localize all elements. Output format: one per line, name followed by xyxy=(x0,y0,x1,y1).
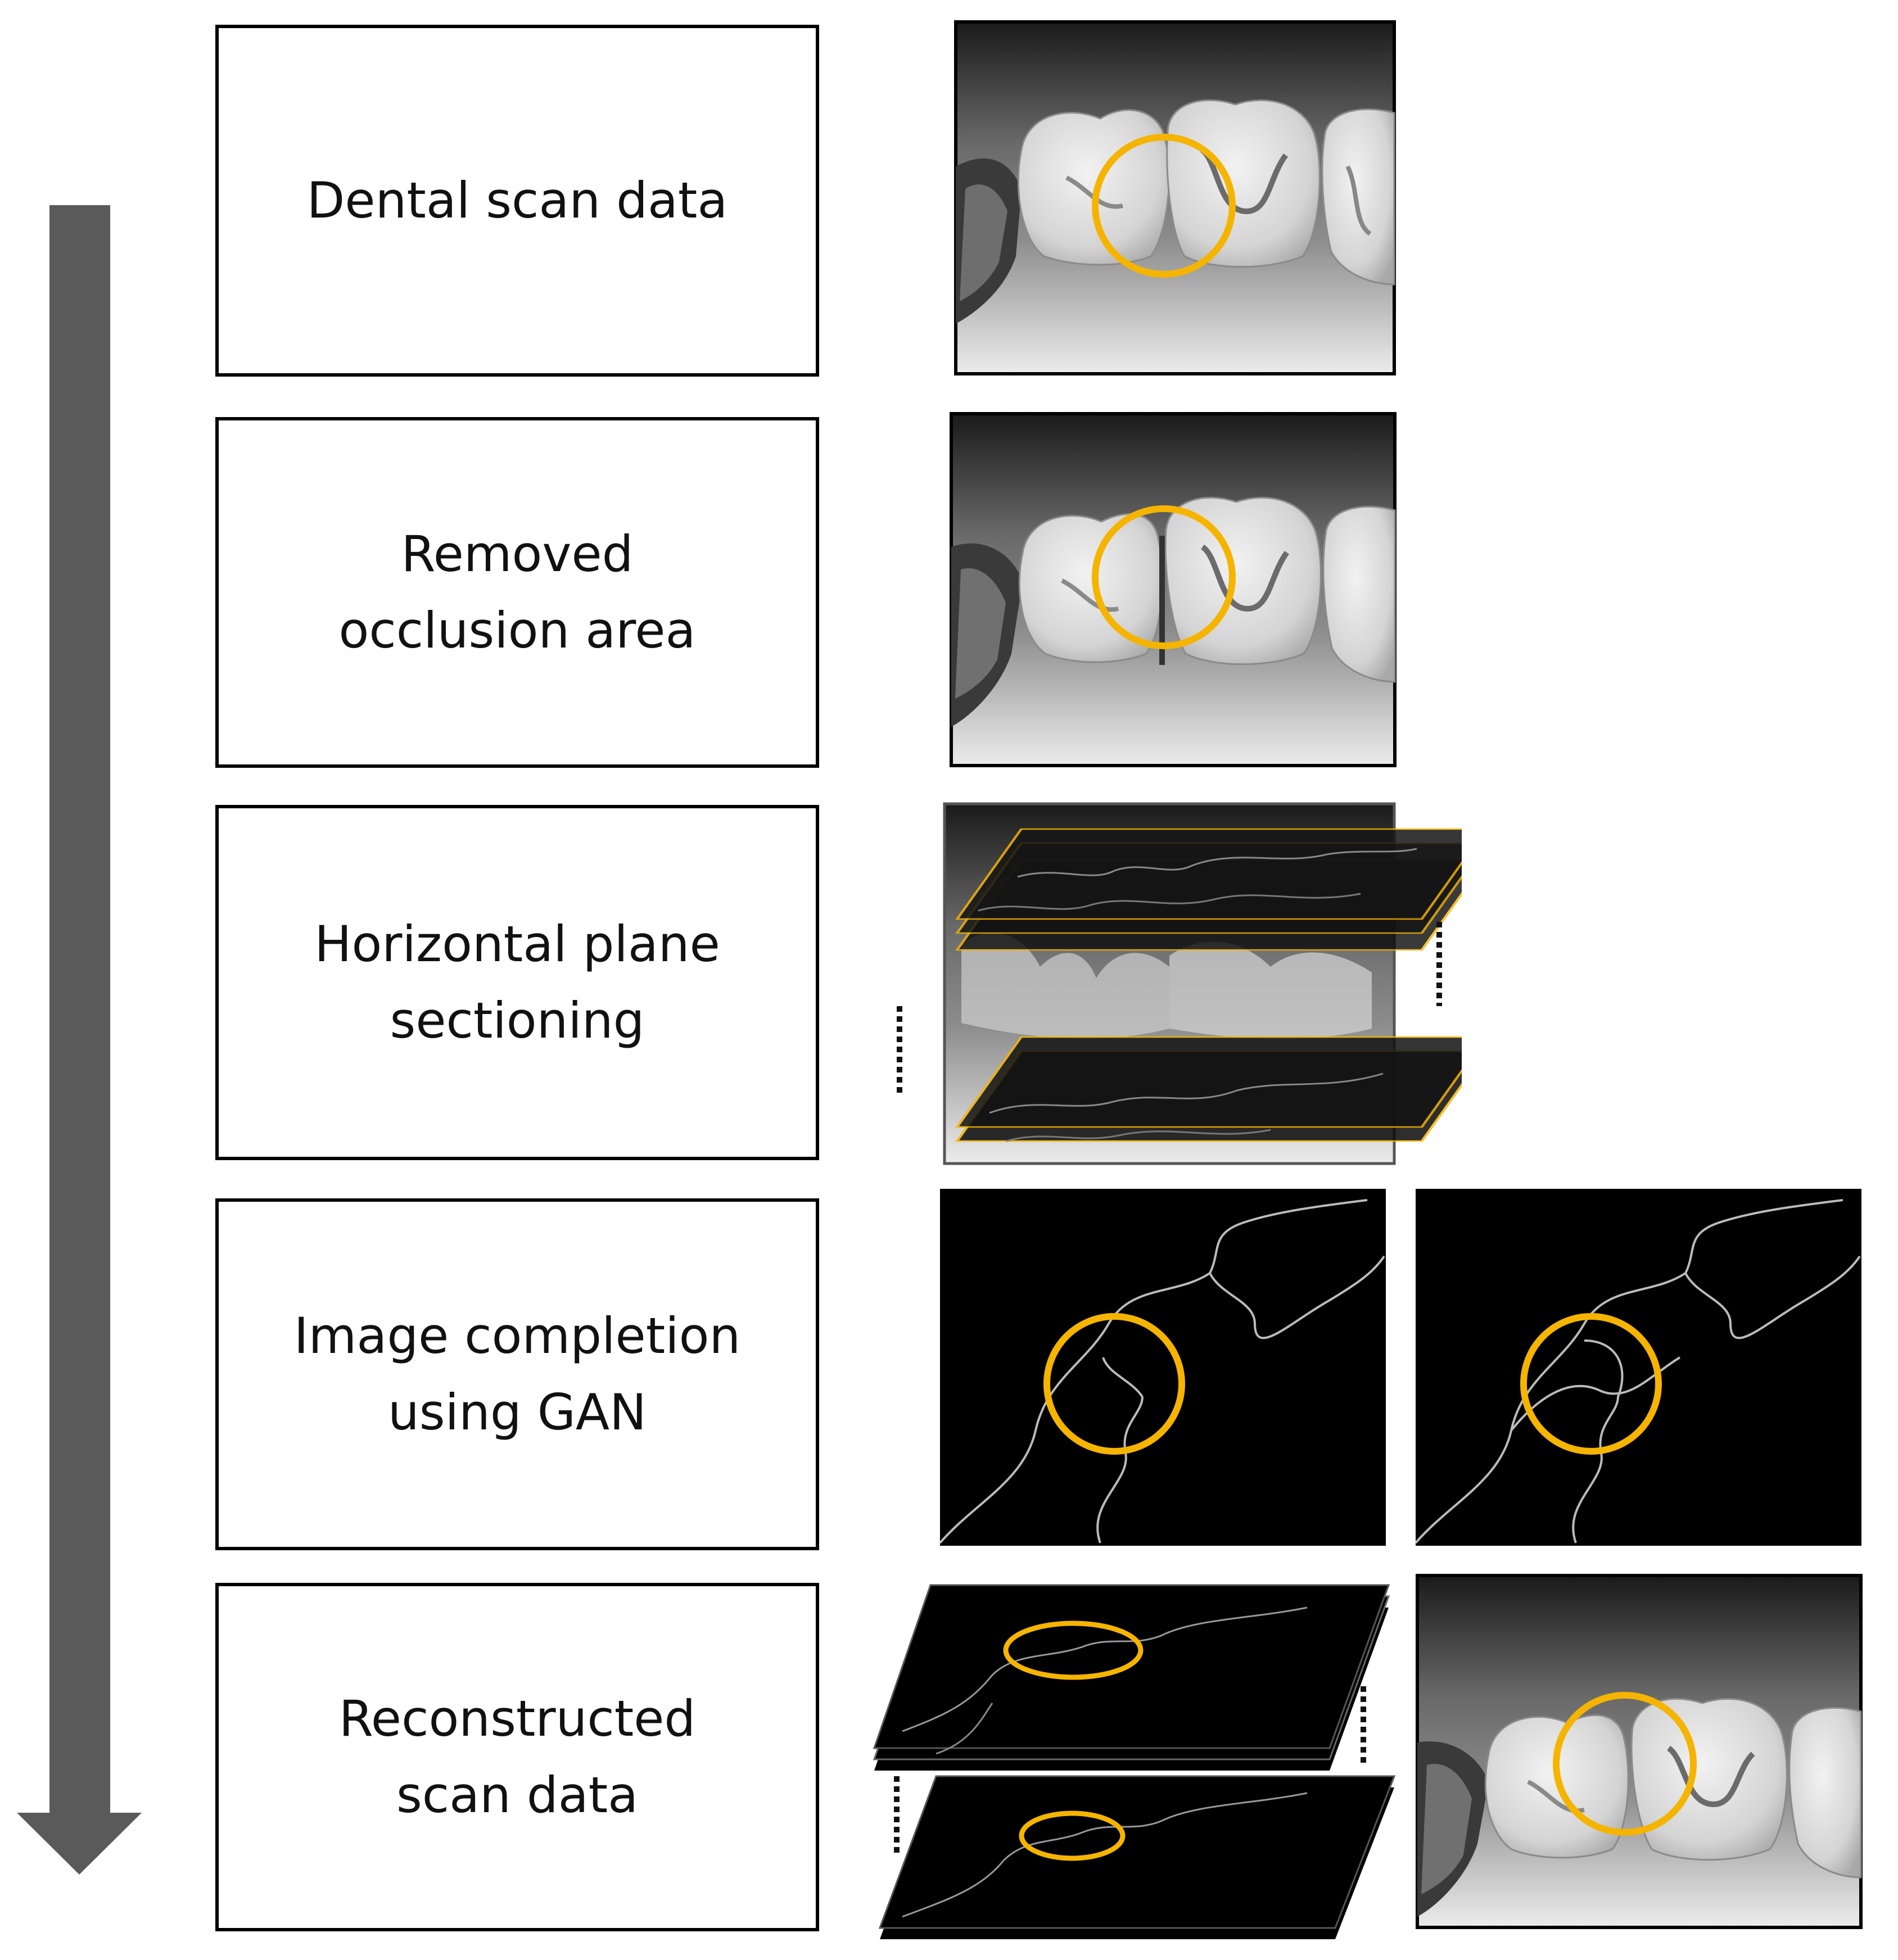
step-image-completion-gan: Image completion using GAN xyxy=(215,1198,819,1550)
reconstructed-scan-image xyxy=(1416,1574,1863,1929)
highlight-circle xyxy=(1553,1692,1697,1836)
step-dental-scan-data: Dental scan data xyxy=(215,25,819,377)
upper-plane-stack xyxy=(955,828,1462,951)
step-label: Image completion using GAN xyxy=(293,1307,741,1441)
upper-slice-stack xyxy=(873,1584,1390,1771)
dental-scan-image xyxy=(954,20,1396,375)
highlight-circle xyxy=(1003,1620,1144,1680)
highlight-circle xyxy=(1092,505,1236,649)
step-removed-occlusion-area: Removed occlusion area xyxy=(215,417,819,768)
step-label: Dental scan data xyxy=(306,171,728,229)
highlight-circle xyxy=(1520,1313,1662,1455)
highlight-circle xyxy=(1043,1313,1185,1455)
process-flow-arrow xyxy=(17,205,142,1875)
step-label: Removed occlusion area xyxy=(338,525,696,659)
highlight-circle xyxy=(1092,134,1236,278)
sectioning-planes-image xyxy=(897,802,1462,1165)
lower-slice-stack xyxy=(878,1775,1396,1939)
highlight-circle xyxy=(1019,1810,1126,1861)
step-label: Horizontal plane sectioning xyxy=(314,915,720,1049)
reconstructed-slices-image xyxy=(873,1584,1396,1939)
gan-output-slice xyxy=(1416,1189,1861,1546)
lower-plane-stack xyxy=(955,1036,1462,1142)
gan-input-slice xyxy=(940,1189,1386,1546)
removed-occlusion-image xyxy=(950,412,1397,767)
step-reconstructed-scan-data: Reconstructed scan data xyxy=(215,1583,819,1931)
step-label: Reconstructed scan data xyxy=(338,1690,696,1824)
step-horizontal-plane-sectioning: Horizontal plane sectioning xyxy=(215,805,819,1160)
